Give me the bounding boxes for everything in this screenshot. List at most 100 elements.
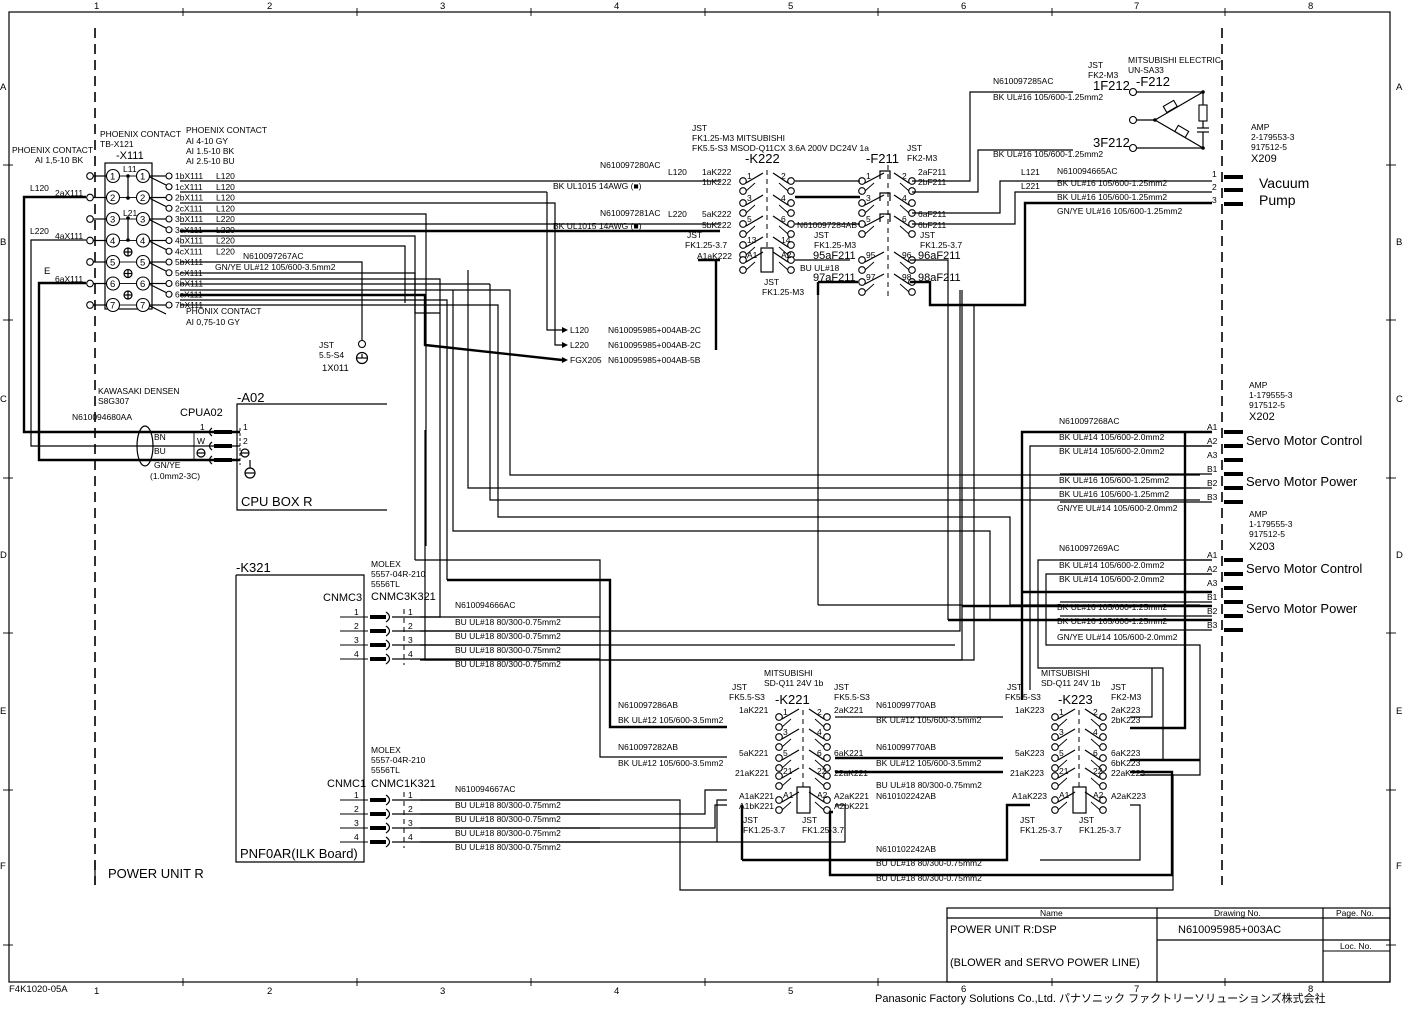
relay-k223: MITSUBISHI SD-Q11 24V 1b JST FK5.5-S3 JS… (1005, 668, 1146, 835)
x203-cable-part: N610097269AC (1059, 543, 1120, 553)
gt-line-2: 5.5-S4 (319, 350, 344, 360)
contact-label: 6 (902, 214, 907, 224)
tb-right-terminal (165, 236, 173, 245)
cnmc1-part: N610094667AC (455, 784, 516, 794)
contact-link (864, 225, 875, 235)
contact-label: A1 (783, 790, 794, 800)
title-name-header: Name (1040, 908, 1063, 918)
x202-header-4: X202 (1249, 411, 1275, 423)
contact-blade (864, 172, 885, 184)
f212-header-1: JST (1088, 60, 1103, 70)
tb-right-terminal-label: 3bX111 (175, 214, 203, 224)
col-2: 2 (267, 1, 272, 12)
contact-terminal (775, 754, 783, 762)
contact-label: 4 (817, 727, 822, 737)
row-c-right: C (1396, 394, 1403, 405)
k222-link-spec: BU UL#18 (800, 263, 839, 273)
connector-cnmc1: MOLEX 5557-04R-210 5556TL N610094667AC C… (327, 745, 600, 852)
tb-pin-right-1 (135, 168, 151, 184)
contact-terminal (1099, 713, 1107, 721)
x209-pin-1: 1 (1212, 169, 1217, 179)
contact-link (745, 225, 756, 235)
tb-right-label-2: AI 4-10 GY (186, 136, 228, 146)
x209-wire-1: BK UL#16 105/600-1.25mm2 (1057, 178, 1167, 188)
contact-terminal (1051, 772, 1059, 780)
tb-pin-right-label: 7 (140, 301, 145, 312)
contact-link (778, 182, 789, 192)
tb-pin-right-label: 1 (140, 172, 145, 183)
k221-tl-1: 1aK221 (739, 705, 769, 715)
contact-terminal (1051, 723, 1059, 731)
cnmc1-wire-label: BU UL#18 80/300-0.75mm2 (455, 842, 561, 852)
k223-tl-a1a: A1aK223 (1012, 791, 1047, 801)
k223-tr-6b: 6bK223 (1111, 758, 1141, 768)
contact-label: 96 (902, 250, 912, 260)
ground-cable-part: N610097267AC (243, 251, 304, 261)
tb-right-signal-label: L120 (216, 182, 235, 192)
f211-term-96a: 96aF211 (918, 250, 961, 262)
row-b: B (0, 237, 6, 248)
cpu-box-ref: -A02 (237, 390, 264, 405)
molex-pin-left: 3 (354, 818, 359, 828)
tb-pin-right-4 (135, 233, 151, 248)
k222-term-1a: 1aK222 (702, 167, 732, 177)
contact-link (899, 182, 910, 192)
ref-target-l220: N610095985+004AB-2C (608, 340, 701, 350)
contact-terminal (1099, 782, 1107, 790)
tb-pin-right-label: 2 (140, 193, 145, 204)
title-drawing-header: Drawing No. (1214, 908, 1261, 918)
k221-tl-a1a: A1aK221 (739, 791, 774, 801)
contact-link (781, 738, 792, 748)
tb-left-label-2: AI 1,5-10 BK (35, 155, 84, 165)
k221-out1-part: N610099770AB (876, 700, 936, 710)
contact-terminal (1051, 754, 1059, 762)
contact-blade (1084, 767, 1101, 779)
row-e: E (0, 706, 6, 717)
contact-terminal (823, 733, 831, 741)
contact-link (781, 801, 792, 811)
contact-link (899, 204, 910, 214)
x203-wire-1: BK UL#14 105/600-2.0mm2 (1059, 560, 1165, 570)
contact-label: 2 (1093, 707, 1098, 717)
contact-label: 3 (783, 727, 788, 737)
pin-left-w: W (197, 436, 205, 446)
contact-label: 6 (817, 748, 822, 758)
tb-mid-label-1: PHOENIX CONTACT (100, 129, 181, 139)
x209-wire-2: BK UL#16 105/600-1.25mm2 (1057, 192, 1167, 202)
x209-header-4: X209 (1251, 153, 1277, 165)
title-drawing-no: N610095985+003AC (1178, 924, 1281, 936)
k223-header-1: MITSUBISHI (1041, 668, 1090, 678)
contact-blade (1057, 708, 1076, 720)
routing-refs: L120 N610095985+004AB-2C L220 N610095985… (562, 325, 701, 365)
tb-right-terminal (165, 301, 173, 309)
contact-blade (893, 251, 910, 263)
left-term-4ax111: 4aX111 (55, 231, 83, 241)
left-signal-l220: L220 (30, 226, 49, 236)
tb-right-terminal (165, 269, 173, 277)
contact-blade (808, 791, 825, 803)
col-2-bottom: 2 (267, 986, 272, 997)
k222-cable2-part: N610097281AC (600, 208, 661, 218)
x202-wire-1: BK UL#14 105/600-2.0mm2 (1059, 432, 1165, 442)
tb-right-signal-label: L220 (216, 236, 235, 246)
tb-out-lead (149, 219, 167, 229)
cpu-box-label: CPU BOX R (241, 494, 313, 509)
k221-tr-2: 2aK221 (834, 705, 864, 715)
contact-terminal (858, 199, 866, 207)
power-unit-label: POWER UNIT R (108, 866, 204, 881)
contact-label: 13 (747, 235, 757, 245)
k222-term-5a: 5aK222 (702, 209, 732, 219)
contact-terminal (823, 754, 831, 762)
servo-pin-label: A1 (1207, 422, 1218, 432)
x209-cable-part: N610094665AC (1057, 166, 1118, 176)
tb-out-lead (149, 262, 167, 272)
k223-lconn-1: JST (1007, 682, 1022, 692)
contact-label: 5 (1059, 748, 1064, 758)
k223-tl-1: 1aK223 (1015, 705, 1045, 715)
tb-mid-label-2: TB-X121 (100, 139, 134, 149)
contact-terminal (787, 266, 795, 274)
x203-header-2: 1-179555-3 (1249, 519, 1293, 529)
k221-out3-part: N610102242AB (876, 791, 936, 801)
contact-terminal (858, 256, 866, 264)
